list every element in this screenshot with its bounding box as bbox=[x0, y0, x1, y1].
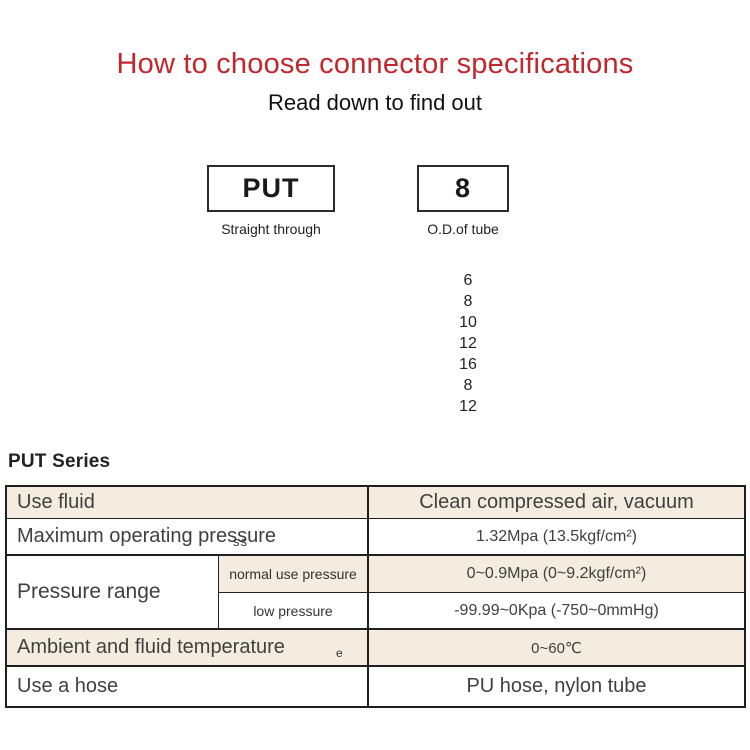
row-use-fluid-value: Clean compressed air, vacuum bbox=[367, 487, 744, 519]
size-code: 8 bbox=[454, 173, 472, 203]
tube-size-option: 8 bbox=[463, 293, 473, 310]
row-use-hose-label: Use a hose bbox=[17, 675, 119, 697]
model-code-box: PUT bbox=[207, 165, 335, 212]
row-max-pressure-label: Maximum operating pressure bbox=[7, 519, 367, 556]
row-normal-pressure-value: 0~0.9Mpa (0~9.2kgf/cm²) bbox=[367, 556, 744, 593]
page-subtitle: Read down to find out bbox=[267, 90, 483, 115]
size-caption: O.D.of tube bbox=[427, 221, 499, 237]
tube-size-option: 10 bbox=[459, 314, 477, 331]
tube-size-option: 12 bbox=[459, 398, 477, 415]
row-use-hose-value: PU hose, nylon tube bbox=[367, 667, 744, 706]
size-code-box: 8 bbox=[417, 165, 509, 212]
row-pressure-range-label: Pressure range bbox=[7, 556, 218, 630]
model-caption: Straight through bbox=[221, 221, 321, 237]
row-low-pressure-label: low pressure bbox=[218, 593, 367, 630]
spec-table: Use fluid Clean compressed air, vacuum M… bbox=[5, 485, 746, 708]
row-normal-pressure-label: normal use pressure bbox=[218, 556, 367, 593]
row-low-pressure-value: -99.99~0Kpa (-750~0mmHg) bbox=[367, 593, 744, 630]
tube-size-option: 16 bbox=[459, 356, 477, 373]
tube-size-option: 8 bbox=[463, 377, 473, 394]
model-code: PUT bbox=[242, 173, 300, 203]
row-ambient-temp-value: 0~60℃ bbox=[367, 630, 744, 667]
row-max-pressure-value: 1.32Mpa (13.5kgf/cm²) bbox=[367, 519, 744, 556]
tube-size-option: 6 bbox=[463, 272, 473, 289]
row-use-fluid-label: Use fluid bbox=[7, 487, 367, 519]
tube-size-option: 12 bbox=[459, 335, 477, 352]
series-heading: PUT Series bbox=[8, 451, 111, 472]
row-ambient-temp-label: Ambient and fluid temperature bbox=[7, 630, 367, 667]
page-title: How to choose connector specifications bbox=[116, 48, 634, 80]
tube-size-list: 6 8 10 12 16 8 12 bbox=[437, 270, 499, 417]
